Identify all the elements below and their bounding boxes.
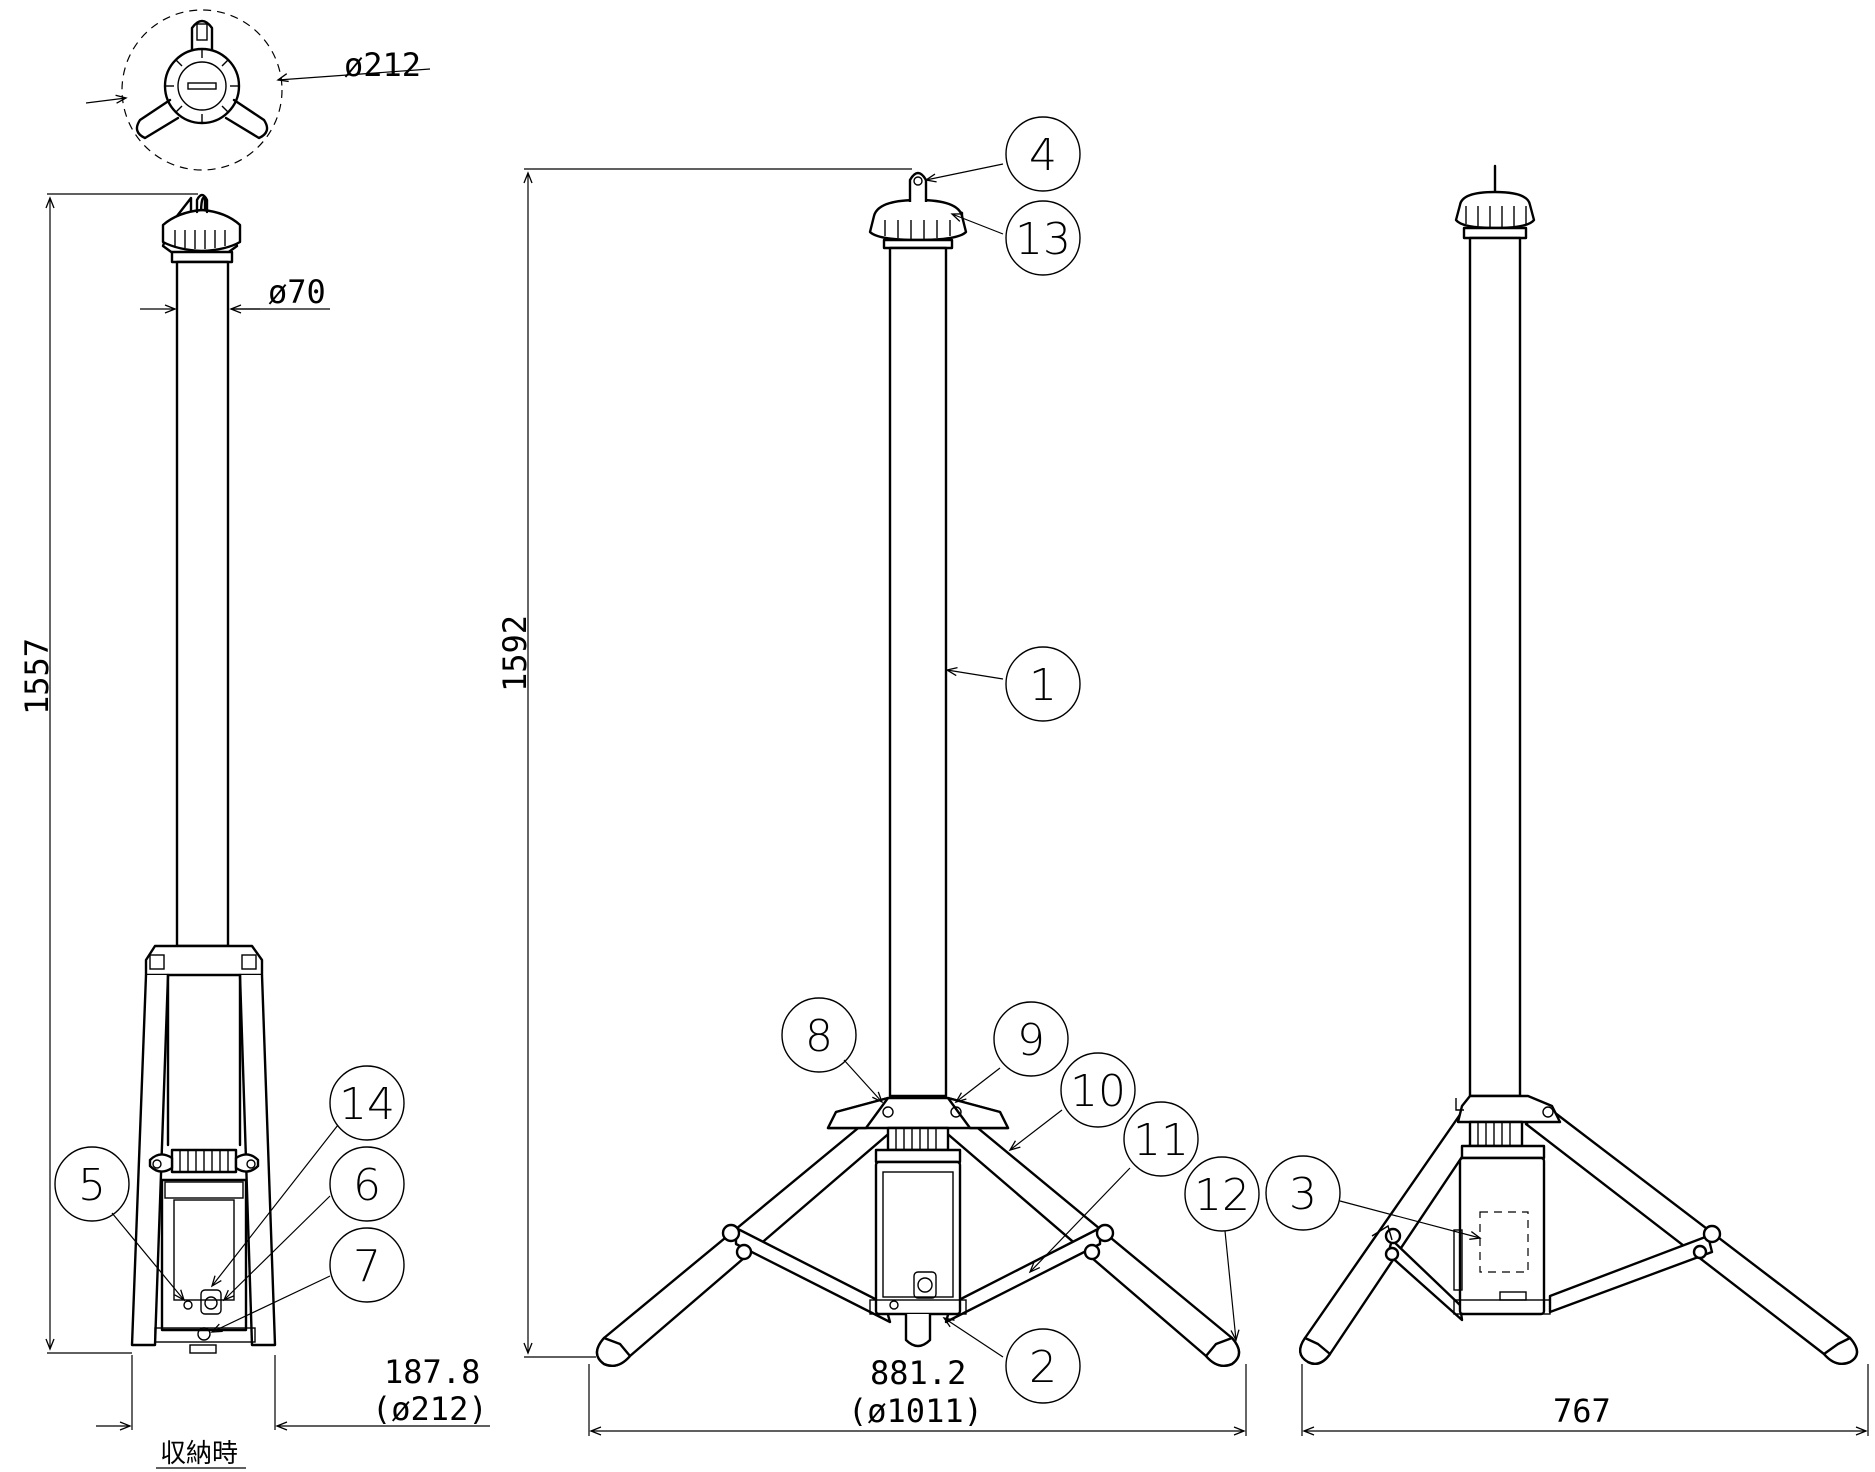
svg-text:5: 5 (78, 1160, 106, 1211)
callout-13 (1005, 200, 1081, 276)
top-view-leg-left (135, 98, 180, 140)
side-view: 767 (1299, 164, 1869, 1436)
side-foot-right (1822, 1336, 1859, 1365)
front-span-label: 881.2 (870, 1354, 966, 1392)
top-view-leg-top (190, 19, 214, 52)
side-cap (1454, 190, 1536, 230)
callout-7 (329, 1227, 405, 1303)
stowed-battery-box (160, 1178, 248, 1332)
callout-8 (781, 997, 857, 1073)
callout-5 (54, 1146, 130, 1222)
svg-text:1: 1 (1029, 660, 1057, 711)
svg-text:4: 4 (1029, 130, 1057, 181)
callout-9 (993, 1001, 1069, 1077)
callout-1 (1005, 646, 1081, 722)
front-pole (888, 246, 948, 1098)
svg-text:3: 3 (1289, 1169, 1317, 1220)
callout-11 (1123, 1101, 1199, 1177)
front-brace-right (944, 1226, 1102, 1324)
front-view: 1592 881.2 (ø1011) (496, 168, 1247, 1436)
front-span-diameter-label: (ø1011) (848, 1392, 983, 1430)
stowed-width-diameter-label: (ø212) (372, 1390, 488, 1428)
stowed-label: 収納時 (160, 1439, 238, 1469)
stowed-indicator (183, 1300, 193, 1310)
top-view: ø212 (85, 9, 431, 171)
stowed-view: 1557 ø70 187.8 (ø212) 収納時 (18, 193, 490, 1469)
svg-text:13: 13 (1015, 214, 1071, 265)
front-handle (904, 1314, 932, 1348)
svg-text:9: 9 (1017, 1015, 1045, 1066)
stowed-height-label: 1557 (18, 638, 56, 715)
side-leg-right (1524, 1104, 1859, 1365)
callout-12 (1184, 1156, 1260, 1232)
callout-10 (1060, 1052, 1136, 1128)
pole-diameter-label: ø70 (268, 273, 326, 311)
front-switch (913, 1271, 937, 1299)
svg-text:8: 8 (805, 1011, 833, 1062)
top-view-envelope-circle (121, 9, 283, 171)
front-foot-left (595, 1336, 632, 1367)
front-brace-left (734, 1226, 892, 1324)
svg-text:7: 7 (353, 1241, 381, 1292)
front-battery-box (874, 1160, 962, 1316)
callout-6 (329, 1146, 405, 1222)
svg-text:11: 11 (1133, 1115, 1189, 1166)
side-brace-left (1386, 1238, 1464, 1322)
side-brace-right (1548, 1234, 1714, 1314)
side-foot-left (1299, 1336, 1332, 1365)
svg-text:2: 2 (1029, 1342, 1057, 1393)
svg-text:14: 14 (339, 1079, 395, 1130)
front-foot-right (1204, 1336, 1241, 1367)
side-upper-hub (1456, 1094, 1562, 1124)
deployed-height-label: 1592 (496, 615, 534, 692)
side-pole (1468, 236, 1522, 1098)
stowed-pole (175, 260, 230, 948)
svg-text:12: 12 (1194, 1170, 1250, 1221)
callout-14 (329, 1065, 405, 1141)
top-view-leg-right (224, 98, 269, 140)
callouts: 4 13 1 8 9 10 11 12 2 3 (54, 116, 1482, 1404)
svg-text:10: 10 (1070, 1066, 1126, 1117)
top-view-diameter-label: ø212 (344, 46, 421, 84)
front-collar (886, 1126, 950, 1152)
side-span-label: 767 (1553, 1392, 1611, 1430)
callout-3 (1265, 1155, 1341, 1231)
stowed-switch (200, 1289, 222, 1315)
callout-4 (1005, 116, 1081, 192)
svg-text:6: 6 (353, 1160, 381, 1211)
stowed-width-label: 187.8 (384, 1353, 480, 1391)
stowed-cap (161, 208, 242, 253)
callout-2 (1005, 1328, 1081, 1404)
side-battery-hidden (1479, 1211, 1529, 1273)
